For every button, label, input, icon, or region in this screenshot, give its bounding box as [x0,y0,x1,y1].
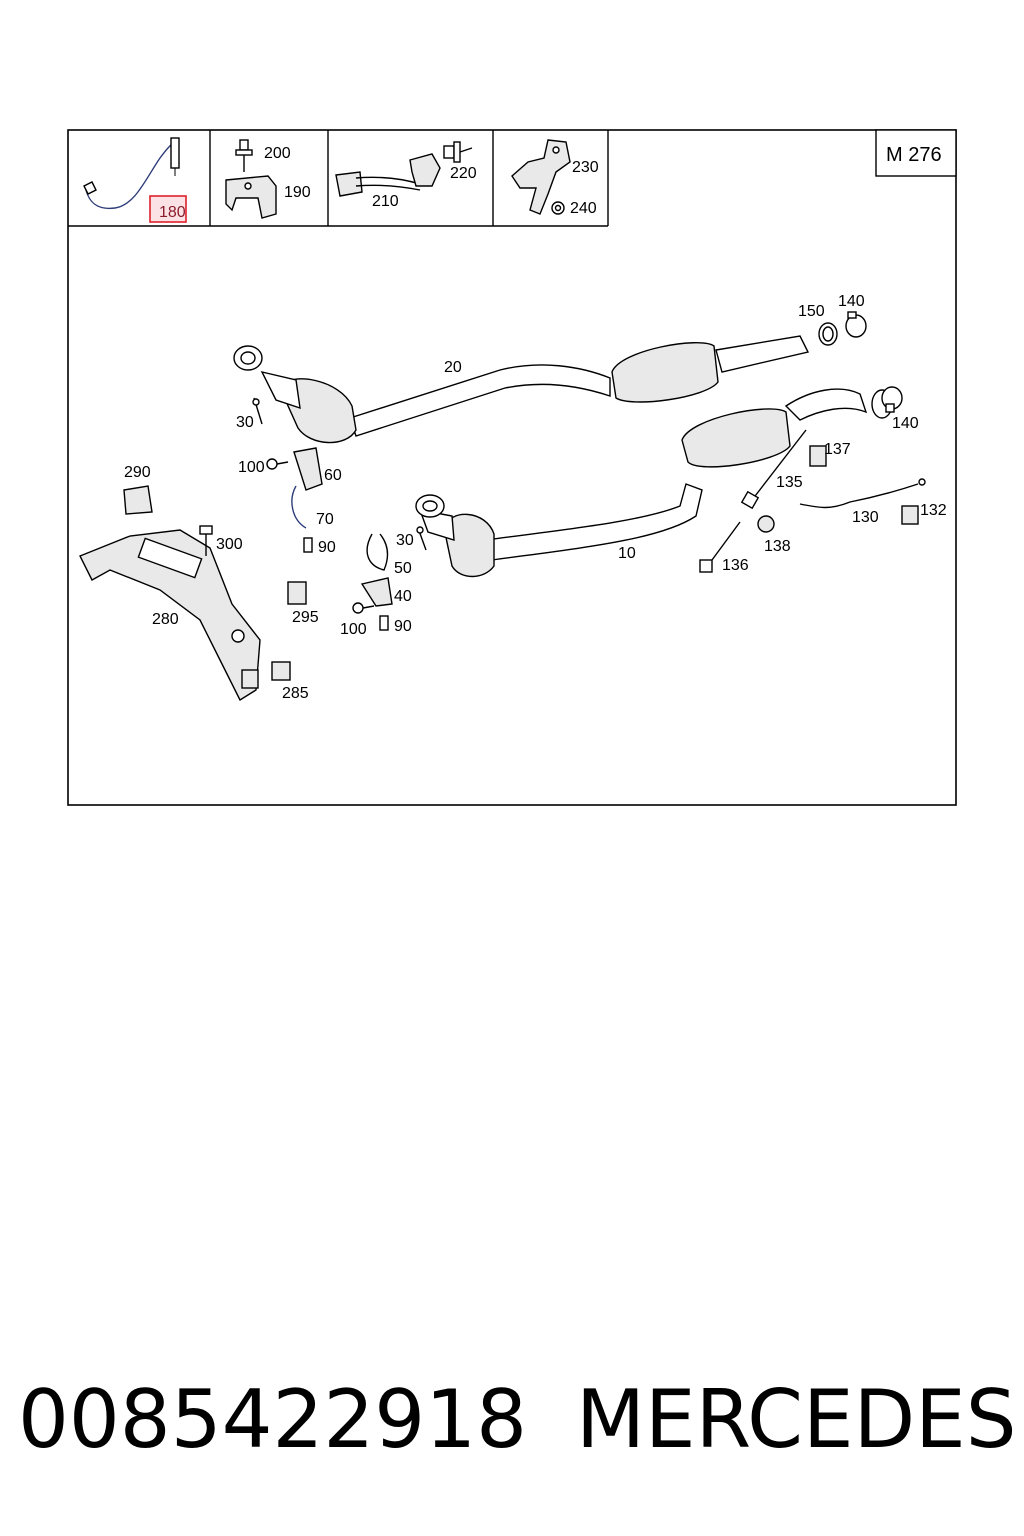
nut-240-part[interactable] [551,201,565,215]
mount-295-part[interactable] [287,581,307,605]
mount-285-part[interactable] [241,661,291,689]
callout-90-lower: 90 [394,618,412,635]
connector-132-part[interactable] [901,505,919,525]
callout-100-lower: 100 [340,621,367,638]
callout-132: 132 [920,502,947,519]
brand-name: MERCEDES [576,1373,1017,1466]
bracket-190-part[interactable] [225,175,277,219]
clip-30-upper-part[interactable] [252,397,263,425]
callout-290: 290 [124,464,151,481]
hanger-70-part[interactable] [291,485,307,529]
exhaust-pipe-20[interactable] [233,335,810,444]
callout-210: 210 [372,193,399,210]
exhaust-system-diagram: M 276 180 200 190 210 220 2 [67,129,957,806]
callout-130: 130 [852,509,879,526]
callout-140-lower: 140 [892,415,919,432]
model-code-box [875,129,957,177]
callout-138: 138 [764,538,791,555]
callout-300: 300 [216,536,243,553]
part-number: 0085422918 [18,1373,527,1466]
callout-240: 240 [570,200,597,217]
callout-30-upper: 30 [236,414,254,431]
callout-285: 285 [282,685,309,702]
bolt-100-lower-part[interactable] [352,602,375,614]
footer-caption: 0085422918 MERCEDES [18,1370,1018,1470]
model-code: M 276 [886,144,942,166]
callout-140-upper: 140 [838,293,865,310]
callout-60: 60 [324,467,342,484]
bolt-90-upper-part[interactable] [303,537,313,553]
callout-295: 295 [292,609,319,626]
sensor-136-part[interactable] [699,521,741,573]
crossmember-280-part[interactable] [79,529,261,702]
holder-138-part[interactable] [757,515,775,533]
callout-10: 10 [618,545,636,562]
highlight-box-180 [149,195,187,223]
callout-200: 200 [264,145,291,162]
callout-50: 50 [394,560,412,577]
callout-280: 280 [152,611,179,628]
callout-137: 137 [824,441,851,458]
clamp-140-upper-part[interactable] [845,311,867,338]
bolt-90-lower-part[interactable] [379,615,389,631]
callout-90-upper: 90 [318,539,336,556]
sensor-130-part[interactable] [799,478,926,509]
oxygen-sensor-part[interactable] [83,137,180,210]
callout-220: 220 [450,165,477,182]
callout-30-lower: 30 [396,532,414,549]
bracket-40-part[interactable] [360,577,393,607]
clip-30-lower-part[interactable] [416,526,427,551]
callout-230: 230 [572,159,599,176]
callout-70: 70 [316,511,334,528]
bracket-210-part[interactable] [335,153,441,197]
callout-100-upper: 100 [238,459,265,476]
callout-190: 190 [284,184,311,201]
bolt-300-part[interactable] [199,525,213,556]
diagram-frame [67,129,957,806]
callout-180: 180 [159,204,186,221]
callout-136: 136 [722,557,749,574]
callout-150: 150 [798,303,825,320]
bracket-60-part[interactable] [293,447,323,491]
sensor-135-part[interactable] [740,429,807,510]
connector-137-part[interactable] [809,445,827,467]
exhaust-pipe-10[interactable] [415,388,893,578]
clamp-150-part[interactable] [818,322,838,346]
callout-135: 135 [776,474,803,491]
callout-40: 40 [394,588,412,605]
clamp-140-lower-part[interactable] [881,386,903,413]
bracket-290-part[interactable] [123,485,153,515]
bolt-220-part[interactable] [443,141,473,163]
bolt-200-part[interactable] [235,139,253,172]
callout-20: 20 [444,359,462,376]
bracket-230-part[interactable] [511,139,571,215]
hanger-50-part[interactable] [366,533,389,571]
bolt-100-upper-part[interactable] [266,458,289,470]
